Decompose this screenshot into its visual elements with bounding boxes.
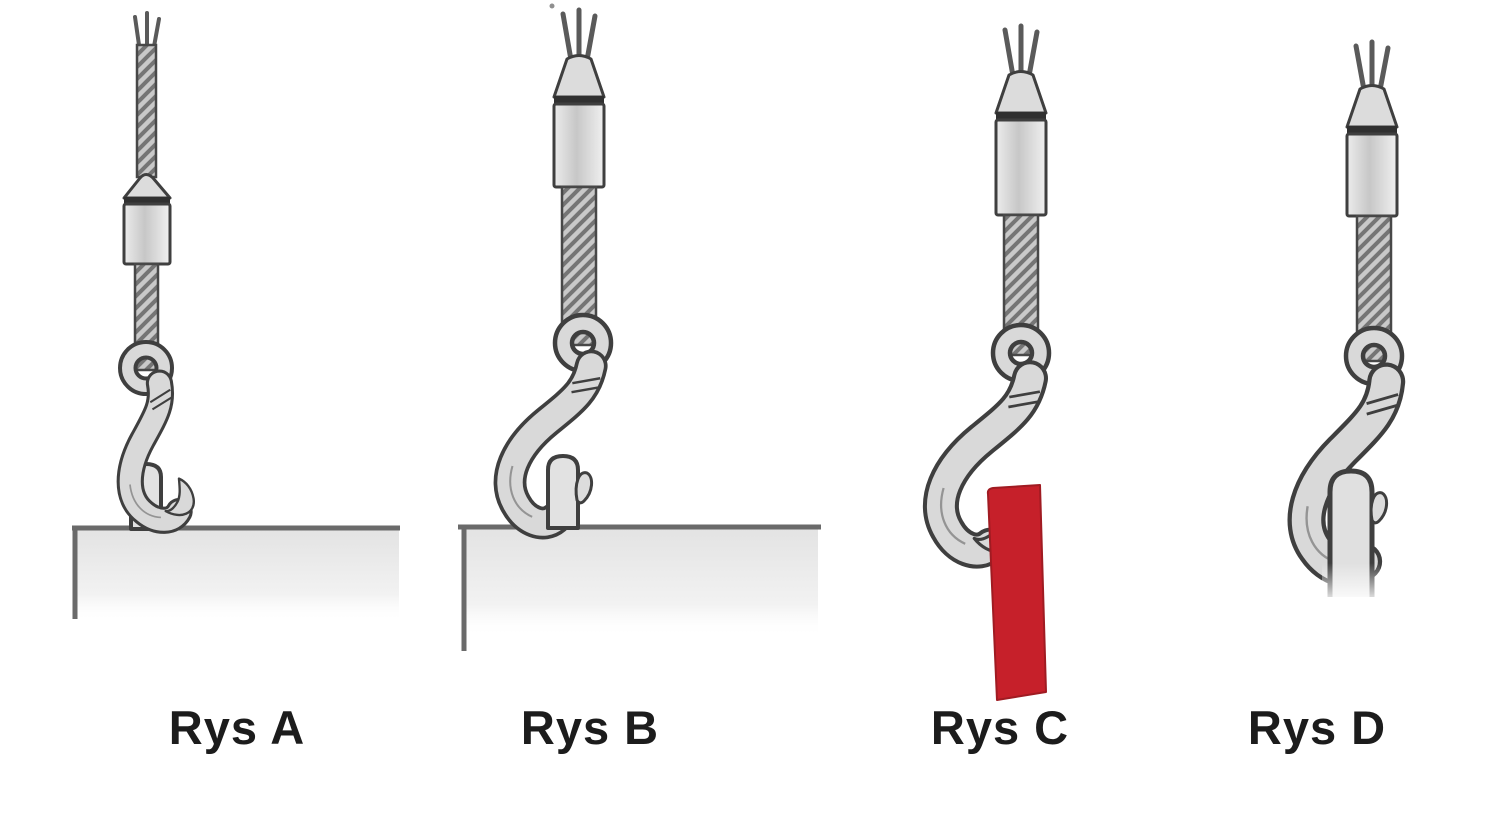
load-block [458,524,821,651]
ferrule [1345,84,1399,218]
figure-a-label: Rys A [168,701,306,754]
ferrule [122,173,172,266]
ferrule [552,54,606,189]
figure-c-label: Rys C [930,701,1070,754]
figure-d [1293,39,1416,605]
load-block [72,525,400,622]
ferrule [994,70,1048,217]
hook-tip [574,471,594,505]
figure-b [458,3,821,651]
figure-c [941,23,1049,701]
edge-lug [546,454,580,530]
rope-eye [118,340,174,396]
bar-fadeout [1322,563,1380,605]
figure-d-label: Rys D [1247,701,1387,754]
frayed-rope-end [1353,39,1391,93]
frayed-rope-end [560,7,598,63]
hook [97,380,215,530]
figure-b-label: Rys B [520,701,660,754]
wire-rope [135,43,158,179]
frayed-rope-end [1002,23,1040,79]
red-webbing-sling [986,484,1047,701]
stray-mark [549,3,555,9]
hook-tip [1369,491,1389,525]
figure-a [72,11,400,622]
